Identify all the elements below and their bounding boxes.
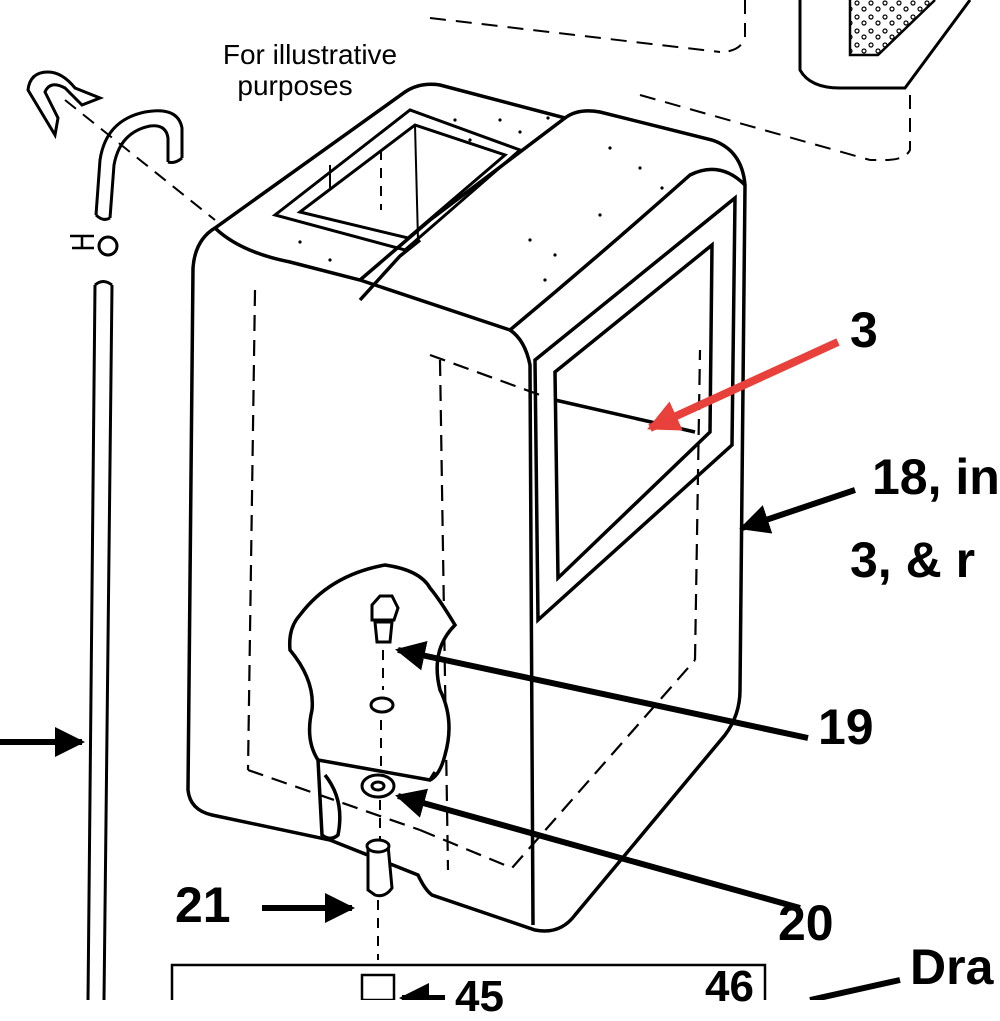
side-window bbox=[533, 194, 737, 624]
exploded-parts-diagram bbox=[0, 0, 972, 1000]
arrow-3-highlight bbox=[647, 338, 840, 432]
surface-texture bbox=[298, 116, 664, 282]
fill-rod bbox=[86, 280, 114, 1000]
bottom-parts-box bbox=[170, 963, 767, 1000]
housing-top-opening bbox=[271, 108, 523, 252]
overflow-hose-assembly bbox=[26, 70, 216, 1000]
callout-3: 3 bbox=[850, 302, 878, 358]
callout-46: 46 bbox=[705, 962, 754, 1011]
bracket-hole bbox=[369, 696, 395, 714]
illustrative-note-line2: purposes bbox=[237, 69, 353, 101]
leader-drain bbox=[809, 977, 901, 1000]
callout-20: 20 bbox=[778, 895, 834, 951]
arrow-19 bbox=[395, 641, 809, 741]
mounting-bracket bbox=[287, 563, 458, 841]
callout-18-line2: 3, & r bbox=[850, 532, 976, 588]
hose-bend bbox=[94, 109, 184, 219]
illustrative-note-line1: For illustrative bbox=[222, 39, 398, 70]
bolt bbox=[370, 594, 400, 644]
callout-19: 19 bbox=[818, 699, 874, 755]
arrow-20 bbox=[395, 788, 801, 911]
housing bbox=[186, 82, 747, 933]
callout-45: 45 bbox=[455, 972, 504, 1021]
arrow-18 bbox=[739, 487, 856, 534]
callout-18-line1: 18, in bbox=[872, 449, 1000, 505]
spring-clip bbox=[26, 70, 105, 140]
callout-arrows bbox=[0, 487, 901, 1000]
clamp-ring bbox=[97, 235, 119, 257]
illustrative-note: For illustrative purposes bbox=[205, 39, 415, 102]
housing-hidden-edges bbox=[246, 289, 702, 871]
hardware bbox=[360, 150, 400, 960]
upper-right-component bbox=[429, 0, 972, 161]
callout-drain: Dra bbox=[910, 939, 994, 995]
callout-21: 21 bbox=[175, 877, 231, 933]
drain-plug bbox=[366, 843, 394, 898]
